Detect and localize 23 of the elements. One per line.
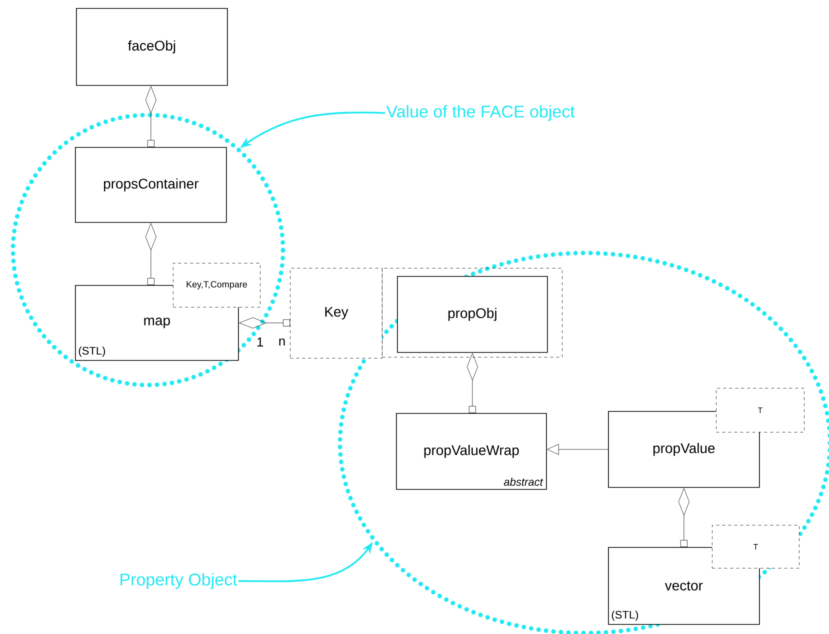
class-box: faceObj <box>76 8 228 86</box>
class-box: propObj <box>397 276 548 353</box>
template-box: T <box>712 525 800 568</box>
stereotype-text: abstract <box>504 478 544 486</box>
stereotype-text: (STL) <box>78 346 106 357</box>
stereotype-text: (STL) <box>612 610 638 621</box>
class-box: propsContainer <box>75 147 227 223</box>
multiplicity-label: 1 <box>257 338 263 346</box>
dashed-box <box>382 268 562 358</box>
dashed-box: Key <box>290 268 382 358</box>
association-line <box>466 353 478 413</box>
association-line <box>145 223 156 285</box>
multiplicity-label: n <box>279 338 285 346</box>
callout-text: Property Object <box>120 573 238 589</box>
association-line <box>678 488 690 547</box>
template-box: Key,T,Compare <box>173 263 260 308</box>
association-line <box>547 444 608 455</box>
association-line <box>239 317 290 328</box>
callout-text: Value of the FACE object <box>386 105 575 121</box>
dotted-circle <box>10 112 286 388</box>
template-box: T <box>716 388 804 432</box>
class-box: propValueWrap abstract <box>396 413 547 490</box>
association-line <box>145 86 156 147</box>
